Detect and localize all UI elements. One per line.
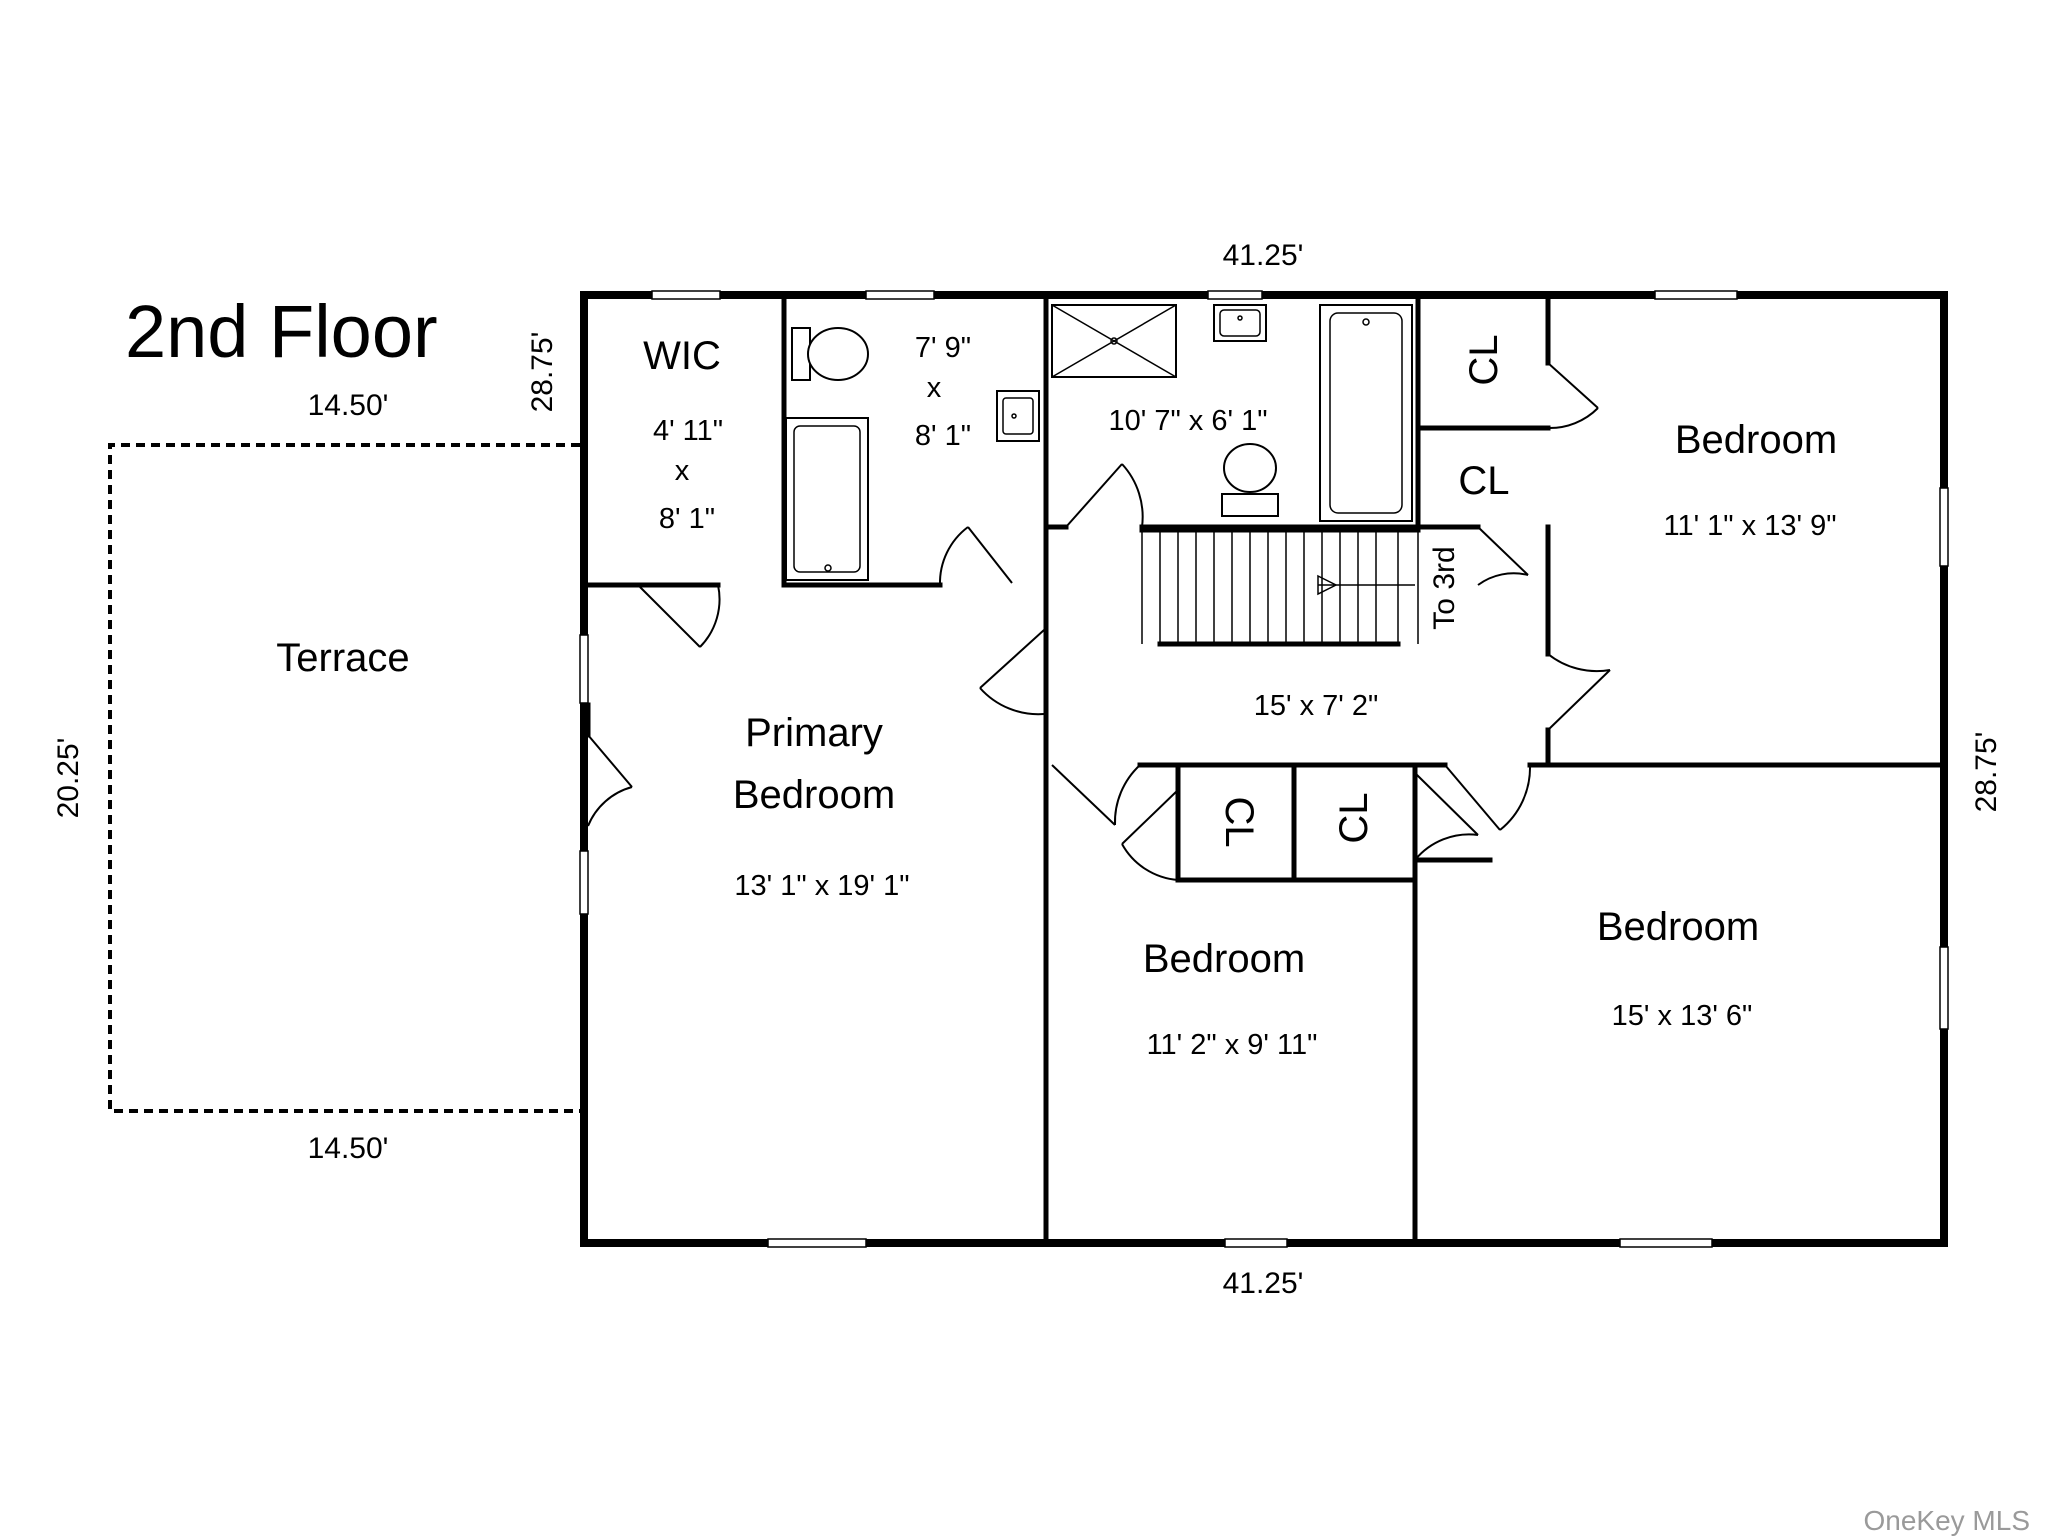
bedroom-s-size: 11' 2" x 9' 11" (1147, 1029, 1318, 1061)
bath1-size-1: 7' 9" (915, 332, 971, 364)
bath1-size-2: 8' 1" (915, 420, 971, 452)
dimension-labels: 41.25' 41.25' 28.75' 28.75' 14.50' 14.50… (52, 239, 2003, 1300)
bedroom-ne-size: 11' 1" x 13' 9" (1663, 510, 1836, 542)
stairs (1139, 527, 1421, 647)
closet-a-name: CL (1462, 334, 1506, 385)
dim-terrace-bottom: 14.50' (308, 1132, 389, 1165)
windows (579, 290, 1949, 1248)
stair-arrow-icon (1317, 574, 1338, 596)
dim-terrace-side: 20.25' (52, 738, 85, 819)
bedroom-ne-name: Bedroom (1675, 418, 1837, 462)
dim-right: 28.75' (1970, 732, 2003, 813)
bedroom-s-name: Bedroom (1143, 937, 1305, 981)
bathtub-icon (785, 417, 869, 581)
fixtures (785, 304, 1413, 581)
bathtub-icon (1319, 304, 1413, 522)
wic-size-x: x (675, 455, 690, 487)
sink-icon (996, 390, 1040, 442)
closet-b-name: CL (1458, 459, 1509, 503)
plan-title: 2nd Floor (125, 290, 438, 373)
wic-name: WIC (643, 334, 721, 378)
wic-size-2: 8' 1" (659, 503, 715, 535)
closet-d-name: CL (1332, 792, 1376, 843)
terrace-outline (108, 443, 580, 1113)
primary-name-1: Primary (745, 711, 883, 755)
sink-icon (1213, 304, 1267, 342)
bedroom-se-size: 15' x 13' 6" (1612, 1000, 1753, 1032)
primary-size: 13' 1" x 19' 1" (734, 870, 909, 902)
stairs-label: To 3rd (1428, 546, 1461, 629)
closet-c-name: CL (1217, 796, 1261, 847)
toilet-icon (791, 327, 869, 381)
dim-top: 41.25' (1223, 239, 1304, 272)
interior-walls (584, 295, 1944, 1243)
doors (587, 362, 1611, 881)
bath1-size-x: x (927, 372, 942, 404)
terrace-name: Terrace (276, 636, 409, 680)
hall-size: 15' x 7' 2" (1254, 690, 1379, 722)
primary-name-2: Bedroom (733, 773, 895, 817)
shower-icon (1051, 304, 1177, 378)
dim-terrace-top: 14.50' (308, 389, 389, 422)
wic-size-1: 4' 11" (653, 415, 723, 447)
toilet-icon (1221, 443, 1279, 517)
room-labels: WIC 4' 11" x 8' 1" 7' 9" x 8' 1" 10' 7" … (276, 332, 1837, 1061)
bath2-size: 10' 7" x 6' 1" (1108, 405, 1267, 437)
dim-left-upper: 28.75' (526, 332, 559, 413)
watermark: OneKey MLS (1863, 1505, 2030, 1536)
bedroom-se-name: Bedroom (1597, 905, 1759, 949)
dim-bottom: 41.25' (1223, 1267, 1304, 1300)
